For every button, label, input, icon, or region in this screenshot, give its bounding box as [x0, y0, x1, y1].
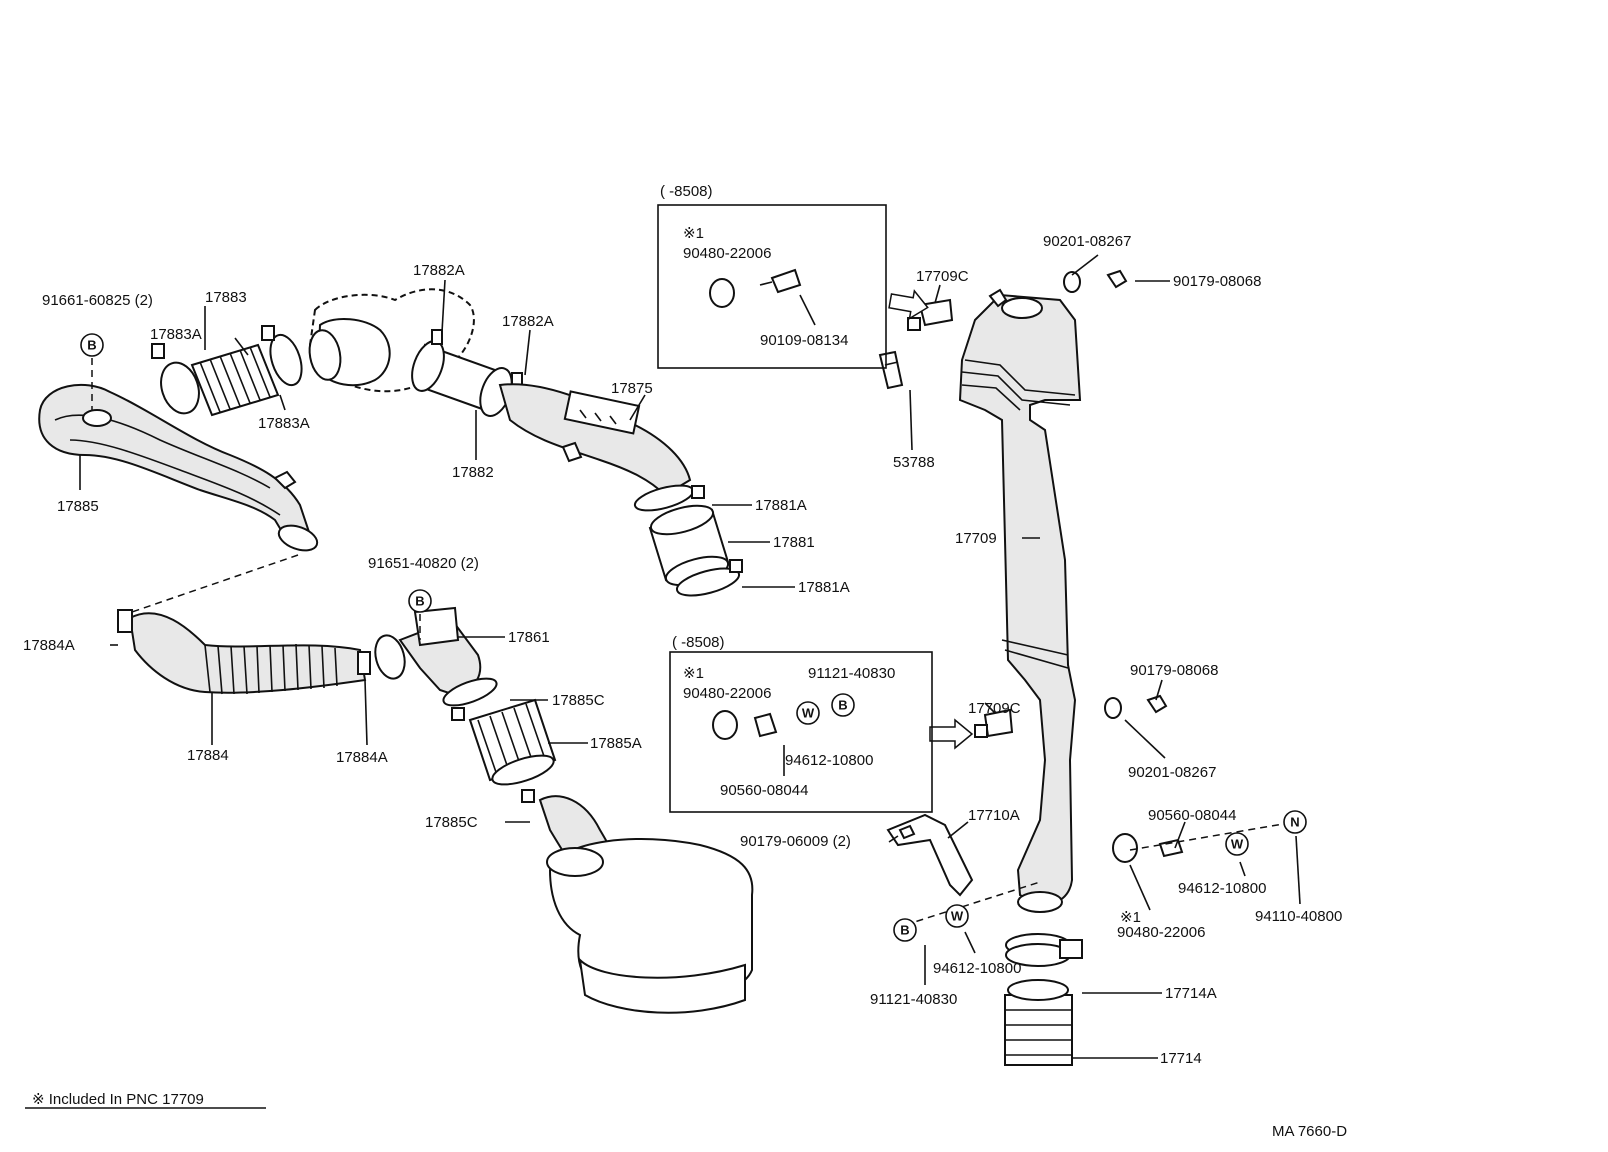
box-mid-mark: ※1 [683, 665, 704, 682]
box-top-90109-08134: 90109-08134 [760, 332, 848, 349]
label-90480-22006-right: 90480-22006 [1117, 924, 1205, 941]
label-17709C-top: 17709C [916, 268, 969, 285]
label-17882: 17882 [452, 464, 494, 481]
label-17714: 17714 [1160, 1050, 1202, 1067]
box-top-90480-22006: 90480-22006 [683, 245, 771, 262]
part-17709-duct [958, 288, 1082, 913]
diagram-code: MA 7660-D [1272, 1123, 1347, 1140]
circle-marker-w2: W [1225, 832, 1249, 856]
label-94612-10800-right: 94612-10800 [1178, 880, 1266, 897]
label-17709: 17709 [955, 530, 997, 547]
box-mid-91121-40830: 91121-40830 [808, 665, 895, 682]
label-91661-60825: 91661-60825 (2) [42, 292, 153, 309]
svg-text:W: W [1231, 837, 1244, 852]
part-17881-hose [633, 484, 743, 597]
label-17875: 17875 [611, 380, 653, 397]
label-17884: 17884 [187, 747, 229, 764]
label-17885C-top: 17885C [552, 692, 605, 709]
part-17884-hose [117, 609, 406, 695]
circle-marker-b4: B [893, 918, 917, 942]
part-air-cleaner [538, 795, 754, 1014]
part-17875-pipe [498, 383, 692, 497]
label-17885: 17885 [57, 498, 99, 515]
part-17885-duct [38, 383, 319, 552]
variant-box-mid [669, 651, 933, 813]
svg-text:B: B [838, 698, 847, 713]
part-17710A-bracket [886, 813, 974, 897]
label-17883A-bottom: 17883A [258, 415, 310, 432]
label-90179-06009: 90179-06009 (2) [740, 833, 851, 850]
box-top-header: ( -8508) [660, 183, 713, 200]
label-17884A-left: 17884A [23, 637, 75, 654]
label-17710A: 17710A [968, 807, 1020, 824]
hardware-items [709, 268, 1184, 863]
label-17885A: 17885A [590, 735, 642, 752]
footnote-text: ※ Included In PNC 17709 [32, 1091, 204, 1108]
part-turbo-housing [308, 288, 475, 393]
variant-box-mid-labels: ( -8508) ※1 90480-22006 91121-40830 9461… [672, 634, 895, 799]
label-17881A-top: 17881A [755, 497, 807, 514]
svg-text:W: W [951, 909, 964, 924]
label-mark1-right: ※1 [1120, 909, 1141, 926]
svg-text:B: B [87, 338, 96, 353]
part-17882-pipe [411, 329, 523, 417]
box-mid-90560-08044: 90560-08044 [720, 782, 808, 799]
part-17885A-hose [442, 677, 557, 803]
label-94110-40800: 94110-40800 [1255, 908, 1342, 925]
label-17883: 17883 [205, 289, 247, 306]
svg-text:N: N [1290, 815, 1299, 830]
label-91121-40830-bottom: 91121-40830 [870, 991, 957, 1008]
label-17714A: 17714A [1165, 985, 1217, 1002]
part-17883-hose [151, 325, 303, 417]
label-53788: 53788 [893, 454, 935, 471]
label-17885C-bottom: 17885C [425, 814, 478, 831]
box-mid-header: ( -8508) [672, 634, 725, 651]
box-mid-94612-10800: 94612-10800 [785, 752, 873, 769]
part-labels: 91661-60825 (2) 17883 17883A 17883A 1788… [23, 233, 1342, 1067]
label-17883A-top: 17883A [150, 326, 202, 343]
part-17714-bellows [1004, 933, 1083, 1066]
label-94612-10800-bottom: 94612-10800 [933, 960, 1021, 977]
variant-box-top [657, 204, 887, 369]
leader-lines [79, 254, 1301, 1059]
circle-marker-b1: B [80, 333, 104, 357]
svg-text:W: W [802, 706, 815, 721]
label-90201-08267-mid: 90201-08267 [1128, 764, 1216, 781]
circle-marker-b2: B [408, 589, 432, 613]
circle-marker-w3: W [945, 904, 969, 928]
part-17709C-mounts [907, 298, 1014, 738]
label-91651-40820: 91651-40820 (2) [368, 555, 479, 572]
label-17861: 17861 [508, 629, 550, 646]
label-17882A-a: 17882A [413, 262, 465, 279]
label-17881A-bottom: 17881A [798, 579, 850, 596]
circle-marker-w1: W [796, 701, 820, 725]
circle-marker-b3: B [831, 693, 855, 717]
label-90201-08267-top: 90201-08267 [1043, 233, 1131, 250]
arrow-indicators [888, 289, 974, 750]
label-17882A-b: 17882A [502, 313, 554, 330]
label-17884A-right: 17884A [336, 749, 388, 766]
box-mid-90480-22006: 90480-22006 [683, 685, 771, 702]
part-53788-clip [878, 350, 904, 390]
label-17709C-mid: 17709C [968, 700, 1021, 717]
svg-text:B: B [900, 923, 909, 938]
circle-marker-n1: N [1283, 810, 1307, 834]
variant-box-top-labels: ( -8508) ※1 90480-22006 90109-08134 [660, 183, 848, 349]
label-90560-08044-right: 90560-08044 [1148, 807, 1236, 824]
box-top-mark: ※1 [683, 225, 704, 242]
svg-text:B: B [415, 594, 424, 609]
label-17881: 17881 [773, 534, 815, 551]
label-90179-08068-top: 90179-08068 [1173, 273, 1261, 290]
label-90179-08068-mid: 90179-08068 [1130, 662, 1218, 679]
